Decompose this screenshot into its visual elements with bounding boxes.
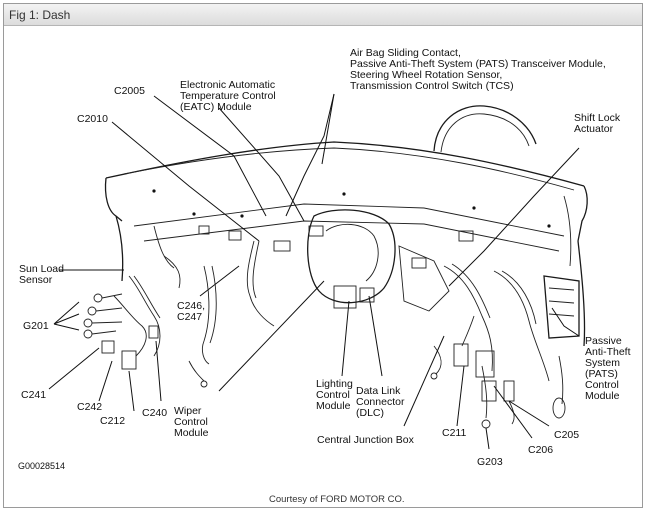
label-c240: C240 bbox=[142, 407, 167, 419]
dash-wiring-diagram: Air Bag Sliding Contact, Passive Anti-Th… bbox=[18, 47, 631, 505]
label-c2005: C2005 bbox=[114, 85, 145, 97]
label-pats-6: Module bbox=[585, 390, 620, 402]
label-air-bag-3: Steering Wheel Rotation Sensor, bbox=[350, 69, 502, 81]
label-wiper-1: Wiper bbox=[174, 405, 202, 417]
label-pats-3: System bbox=[585, 357, 620, 369]
label-pats-2: Anti-Theft bbox=[585, 346, 631, 358]
label-air-bag-2: Passive Anti-Theft System (PATS) Transce… bbox=[350, 58, 606, 70]
callout-labels: Air Bag Sliding Contact, Passive Anti-Th… bbox=[18, 47, 631, 505]
label-lighting-3: Module bbox=[316, 400, 351, 412]
label-c242: C242 bbox=[77, 401, 102, 413]
label-central-junction-box: Central Junction Box bbox=[317, 434, 415, 446]
label-c2010: C2010 bbox=[77, 113, 108, 125]
dash-panel-drawing bbox=[83, 105, 588, 429]
figure-window: Fig 1: Dash bbox=[3, 3, 643, 508]
window-title: Fig 1: Dash bbox=[9, 8, 71, 22]
label-dlc-3: (DLC) bbox=[356, 407, 384, 419]
label-pats-5: Control bbox=[585, 379, 619, 391]
leader-lines bbox=[48, 93, 580, 450]
label-g201: G201 bbox=[23, 320, 49, 332]
label-eatc-3: (EATC) Module bbox=[180, 101, 252, 113]
label-g203: G203 bbox=[477, 456, 503, 468]
label-pats-1: Passive bbox=[585, 335, 622, 347]
label-eatc-2: Temperature Control bbox=[180, 90, 276, 102]
label-shift-lock-1: Shift Lock bbox=[574, 112, 621, 124]
label-wiper-2: Control bbox=[174, 416, 208, 428]
label-pats-4: (PATS) bbox=[585, 368, 618, 380]
label-wiper-3: Module bbox=[174, 427, 209, 439]
label-lighting-2: Control bbox=[316, 389, 350, 401]
label-c205: C205 bbox=[554, 429, 579, 441]
label-air-bag-4: Transmission Control Switch (TCS) bbox=[350, 80, 514, 92]
label-sun-load-2: Sensor bbox=[19, 274, 53, 286]
label-c247: C247 bbox=[177, 311, 202, 323]
label-eatc-1: Electronic Automatic bbox=[180, 79, 275, 91]
label-sun-load-1: Sun Load bbox=[19, 263, 64, 275]
label-c212: C212 bbox=[100, 415, 125, 427]
label-dlc-2: Connector bbox=[356, 396, 405, 408]
label-c206: C206 bbox=[528, 444, 553, 456]
label-c246: C246, bbox=[177, 300, 205, 312]
title-bar: Fig 1: Dash bbox=[4, 4, 642, 26]
figure-id: G00028514 bbox=[18, 461, 65, 471]
label-shift-lock-2: Actuator bbox=[574, 123, 614, 135]
label-air-bag-1: Air Bag Sliding Contact, bbox=[350, 47, 461, 59]
label-c211: C211 bbox=[442, 427, 466, 439]
courtesy-text: Courtesy of FORD MOTOR CO. bbox=[269, 494, 404, 505]
label-c241: C241 bbox=[21, 389, 46, 401]
label-lighting-1: Lighting bbox=[316, 378, 353, 390]
label-dlc-1: Data Link bbox=[356, 385, 401, 397]
